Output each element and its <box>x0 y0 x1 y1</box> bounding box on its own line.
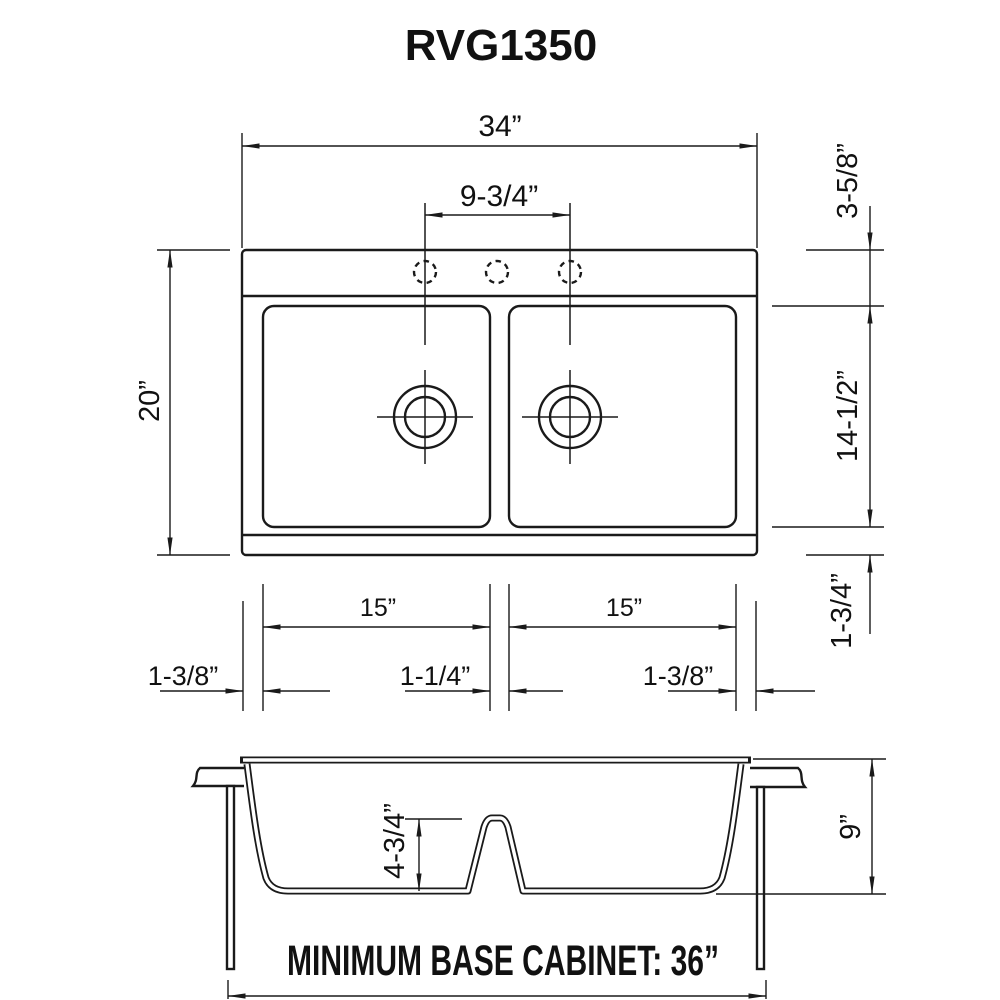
dim-label-bowl-height: 9” <box>835 814 867 840</box>
dim-divider-height: 4-3/4” <box>379 803 462 892</box>
dim-label-bowl-front-to-back: 14-1/2” <box>832 370 864 462</box>
base-cabinet-note: MINIMUM BASE CABINET: 36” <box>287 937 719 985</box>
dim-label-right-bowl-width: 15” <box>606 594 642 622</box>
cabinet-wall-left <box>225 784 236 971</box>
dim-label-divider-height: 4-3/4” <box>379 803 411 879</box>
top-view <box>240 203 759 557</box>
dim-right-bowl-width: 15” <box>508 594 737 630</box>
cabinet-wall-right <box>755 785 766 971</box>
countertop-left <box>190 766 244 788</box>
dim-base-cabinet <box>227 980 767 999</box>
dim-bowl-height: 9” <box>716 758 886 895</box>
dim-faucet-spacing: 9-3/4” <box>424 180 571 218</box>
dim-label-left-bowl-width: 15” <box>360 594 396 622</box>
dim-label-overall-width: 34” <box>478 110 521 143</box>
countertop-right <box>750 766 808 789</box>
model-number-title: RVG1350 <box>405 21 597 70</box>
dim-left-rim: 1-3/8” <box>148 661 330 694</box>
right-bowl <box>507 304 738 529</box>
dim-label-rim-to-bowl: 3-5/8” <box>832 143 864 219</box>
sink-outer-rim <box>240 248 759 557</box>
dim-label-faucet-spacing: 9-3/4” <box>460 180 538 213</box>
dim-label-divider: 1-1/4” <box>400 661 471 691</box>
dim-label-overall-depth: 20” <box>134 380 166 422</box>
faucet-hole-center <box>484 259 510 285</box>
dim-divider: 1-1/4” <box>400 661 563 694</box>
dim-label-left-rim: 1-3/8” <box>148 661 219 691</box>
left-bowl <box>261 304 492 529</box>
section-view: 4-3/4” 9” MINIMUM BASE CABINET: 36” <box>190 756 886 999</box>
dim-overall-width: 34” <box>241 110 758 248</box>
dim-left-bowl-width: 15” <box>262 594 491 630</box>
bowl-profile-section <box>243 763 745 895</box>
left-drain <box>377 370 473 464</box>
dim-label-right-rim: 1-3/8” <box>643 661 714 691</box>
dim-right-stack: 3-5/8” 14-1/2” 1-3/4” <box>772 143 884 649</box>
dim-label-bowl-to-front-edge: 1-3/4” <box>826 573 858 649</box>
right-drain <box>522 370 618 464</box>
top-view-dimensions: 34” 9-3/4” 20” 3-5/8” 14-1/2” 1-3/4” <box>134 110 884 711</box>
dim-right-rim: 1-3/8” <box>643 661 815 694</box>
dim-overall-depth: 20” <box>134 249 230 556</box>
